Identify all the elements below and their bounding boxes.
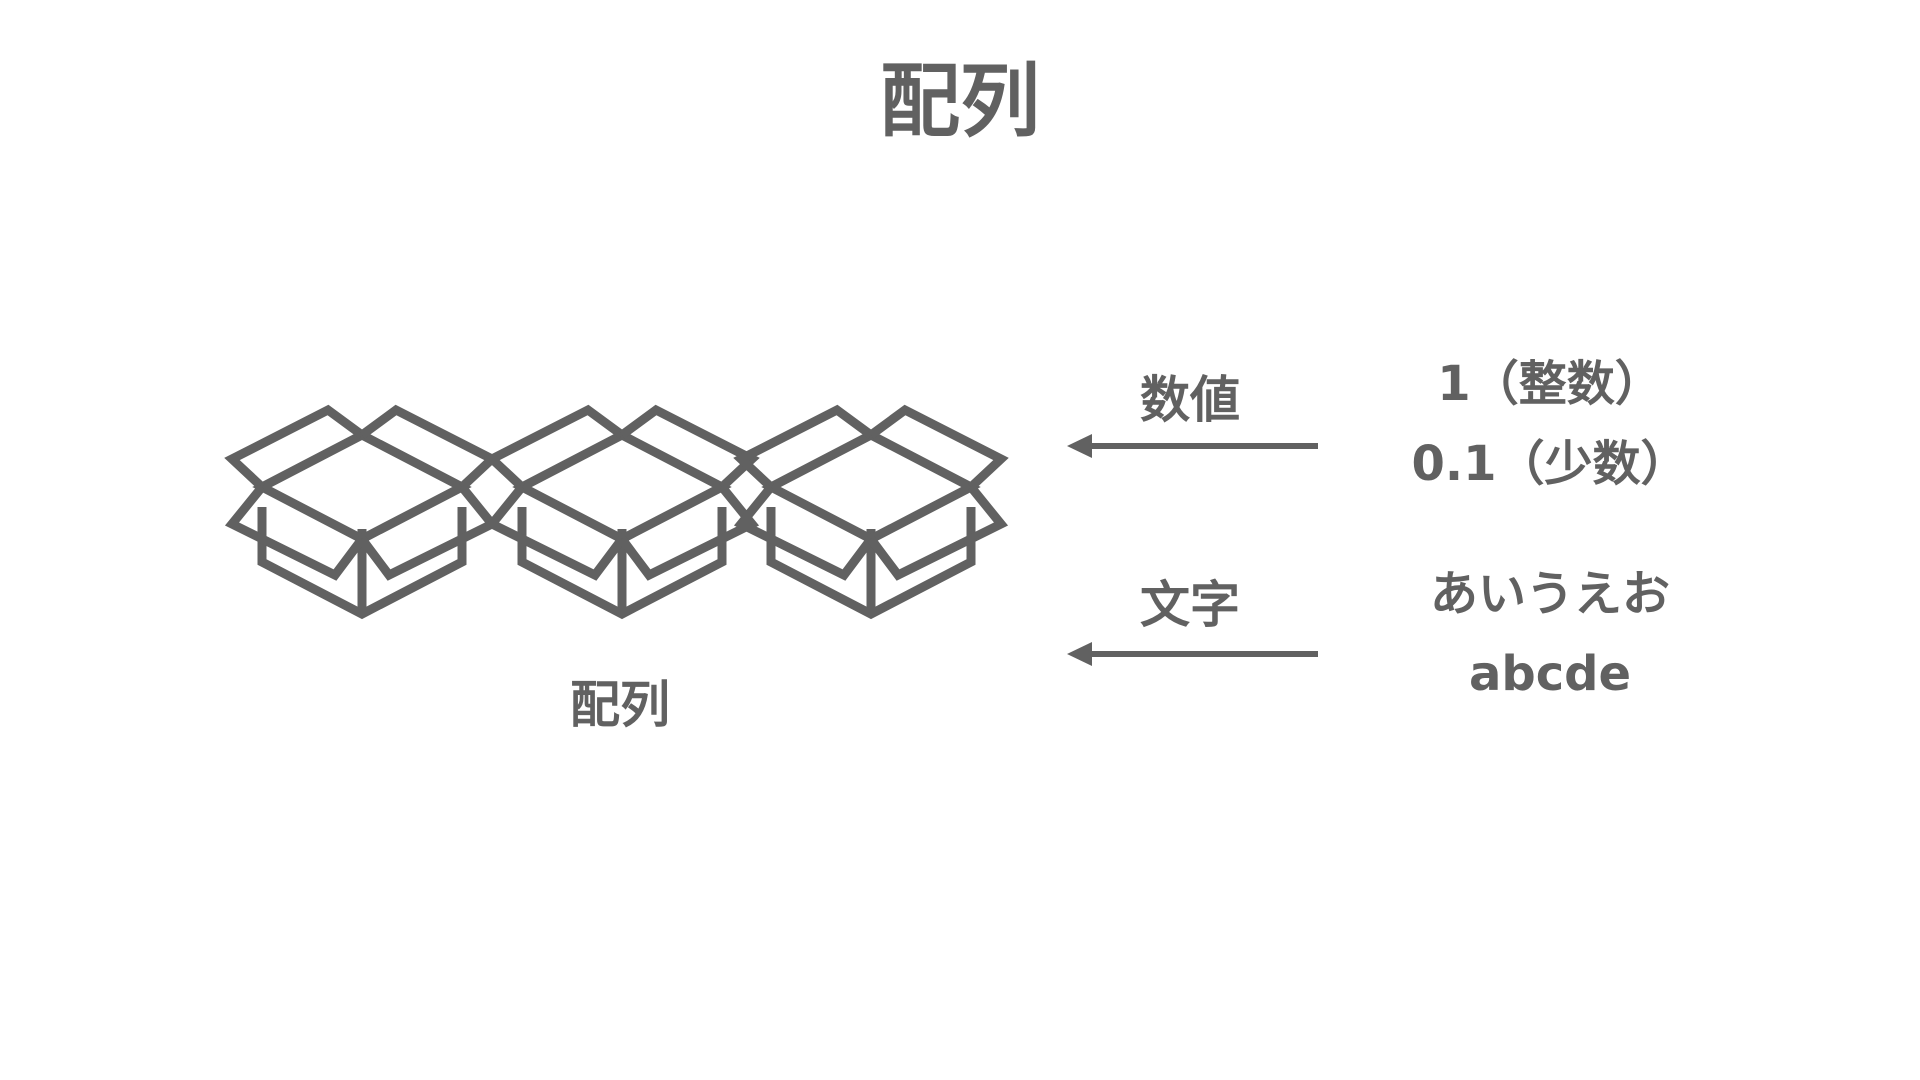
- label-characters: 文字: [1140, 576, 1240, 634]
- value-integer: 1（整数）: [1437, 356, 1663, 412]
- arrow-characters: [1067, 642, 1318, 666]
- value-hiragana: あいうえお: [1429, 566, 1670, 622]
- slide-title: 配列: [880, 55, 1040, 148]
- array-caption: 配列: [570, 676, 670, 734]
- arrow-numbers: [1067, 434, 1318, 458]
- value-alphabet: abcde: [1468, 646, 1632, 702]
- value-decimal: 0.1（少数）: [1411, 436, 1689, 492]
- label-numbers: 数値: [1140, 371, 1240, 429]
